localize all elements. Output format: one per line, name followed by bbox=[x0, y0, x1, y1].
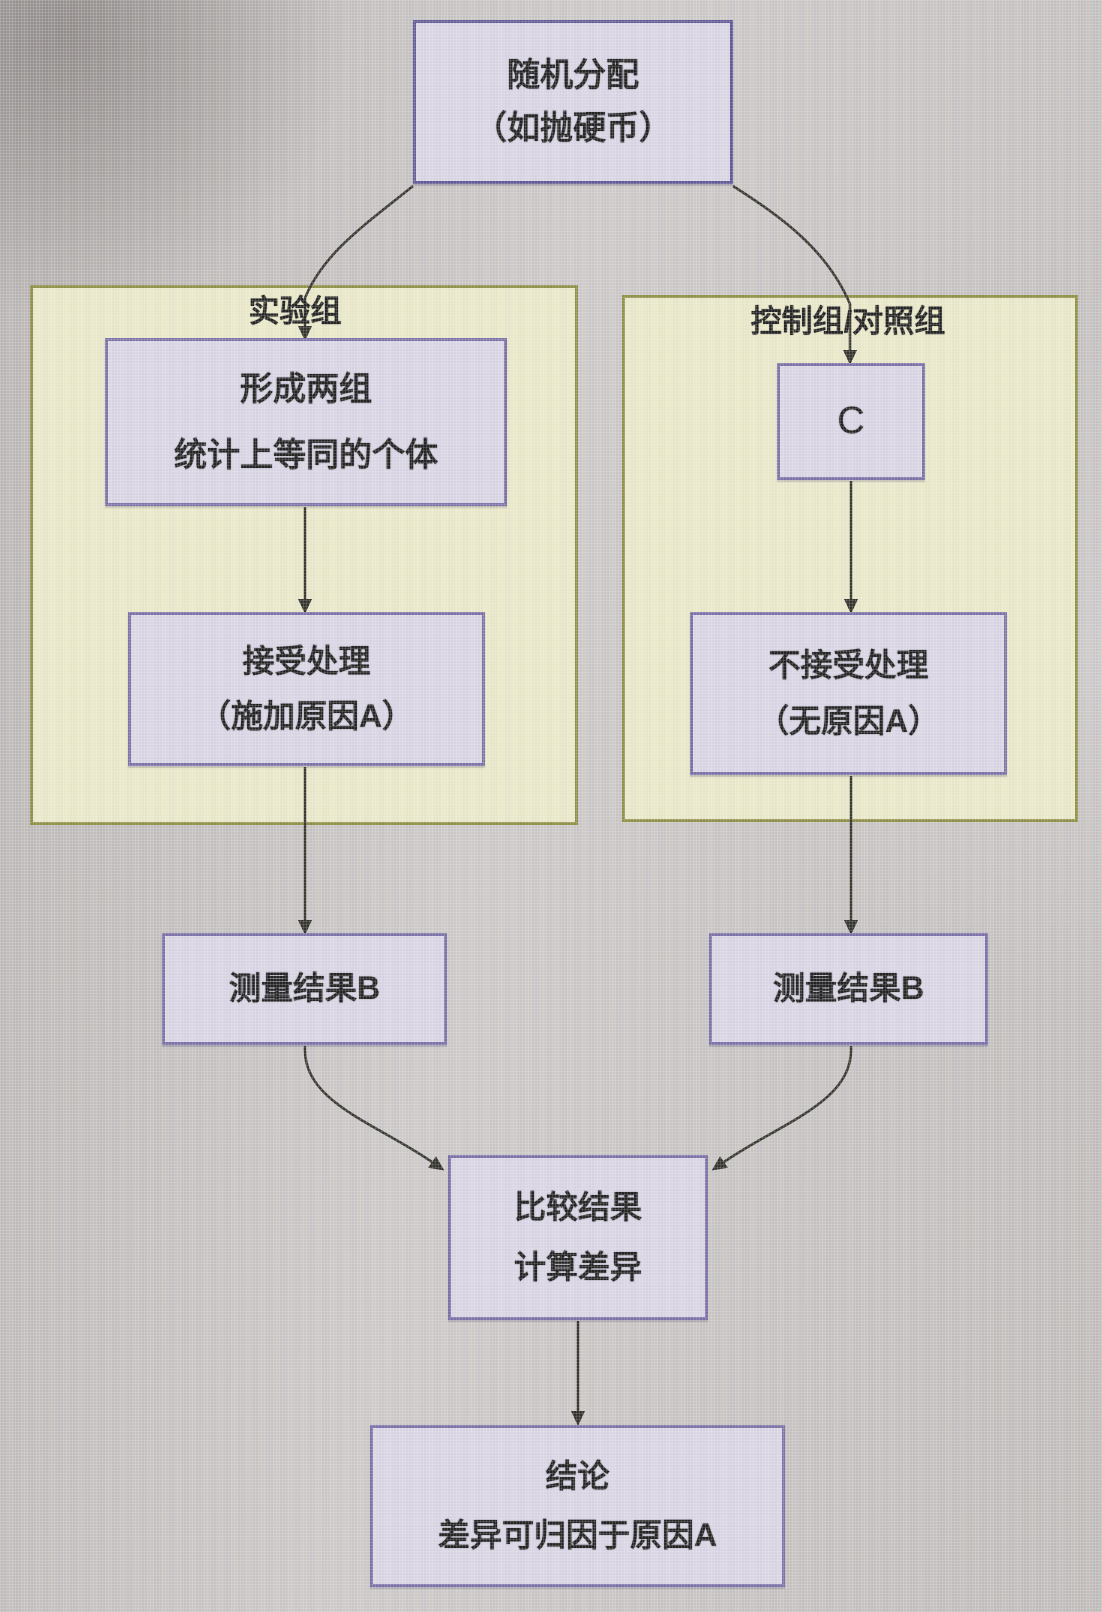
node-conclusion-line1: 结论 bbox=[545, 1457, 610, 1494]
arrow-measure-right-to-compare bbox=[711, 1045, 853, 1171]
node-no-treatment: 不接受处理 （无原因A） bbox=[690, 612, 1007, 775]
node-random-assignment: 随机分配 （如抛硬币） bbox=[413, 20, 733, 184]
node-control-c-label: C bbox=[837, 399, 865, 442]
node-compare-results-line1: 比较结果 bbox=[513, 1189, 642, 1226]
group-label-experimental: 实验组 bbox=[248, 294, 342, 329]
node-form-two-groups-line1: 形成两组 bbox=[240, 370, 372, 407]
node-form-two-groups-line2: 统计上等同的个体 bbox=[174, 436, 438, 473]
arrow-random-to-experimental bbox=[298, 184, 414, 341]
node-form-two-groups: 形成两组 统计上等同的个体 bbox=[105, 338, 507, 506]
node-conclusion-line2: 差异可归因于原因A bbox=[437, 1517, 718, 1553]
node-measure-result-left-label: 测量结果B bbox=[228, 970, 381, 1007]
node-control-c: C bbox=[777, 363, 925, 480]
node-receive-treatment-line1: 接受处理 bbox=[242, 642, 371, 679]
node-receive-treatment-line2: （施加原因A） bbox=[198, 698, 415, 734]
group-label-control: 控制组/对照组 bbox=[750, 304, 946, 339]
node-no-treatment-line1: 不接受处理 bbox=[768, 647, 929, 684]
node-measure-result-right-label: 测量结果B bbox=[772, 970, 925, 1007]
node-measure-result-left: 测量结果B bbox=[162, 933, 447, 1045]
arrow-random-to-control bbox=[732, 184, 857, 365]
node-measure-result-right: 测量结果B bbox=[709, 933, 988, 1045]
node-receive-treatment: 接受处理 （施加原因A） bbox=[128, 612, 485, 766]
arrow-measure-left-to-compare bbox=[303, 1045, 445, 1171]
node-random-assignment-line1: 随机分配 bbox=[507, 56, 639, 94]
node-conclusion: 结论 差异可归因于原因A bbox=[370, 1425, 785, 1587]
node-no-treatment-line2: （无原因A） bbox=[756, 702, 941, 739]
node-compare-results-line2: 计算差异 bbox=[513, 1248, 642, 1285]
node-random-assignment-line2: （如抛硬币） bbox=[474, 109, 672, 146]
node-compare-results: 比较结果 计算差异 bbox=[448, 1155, 708, 1320]
